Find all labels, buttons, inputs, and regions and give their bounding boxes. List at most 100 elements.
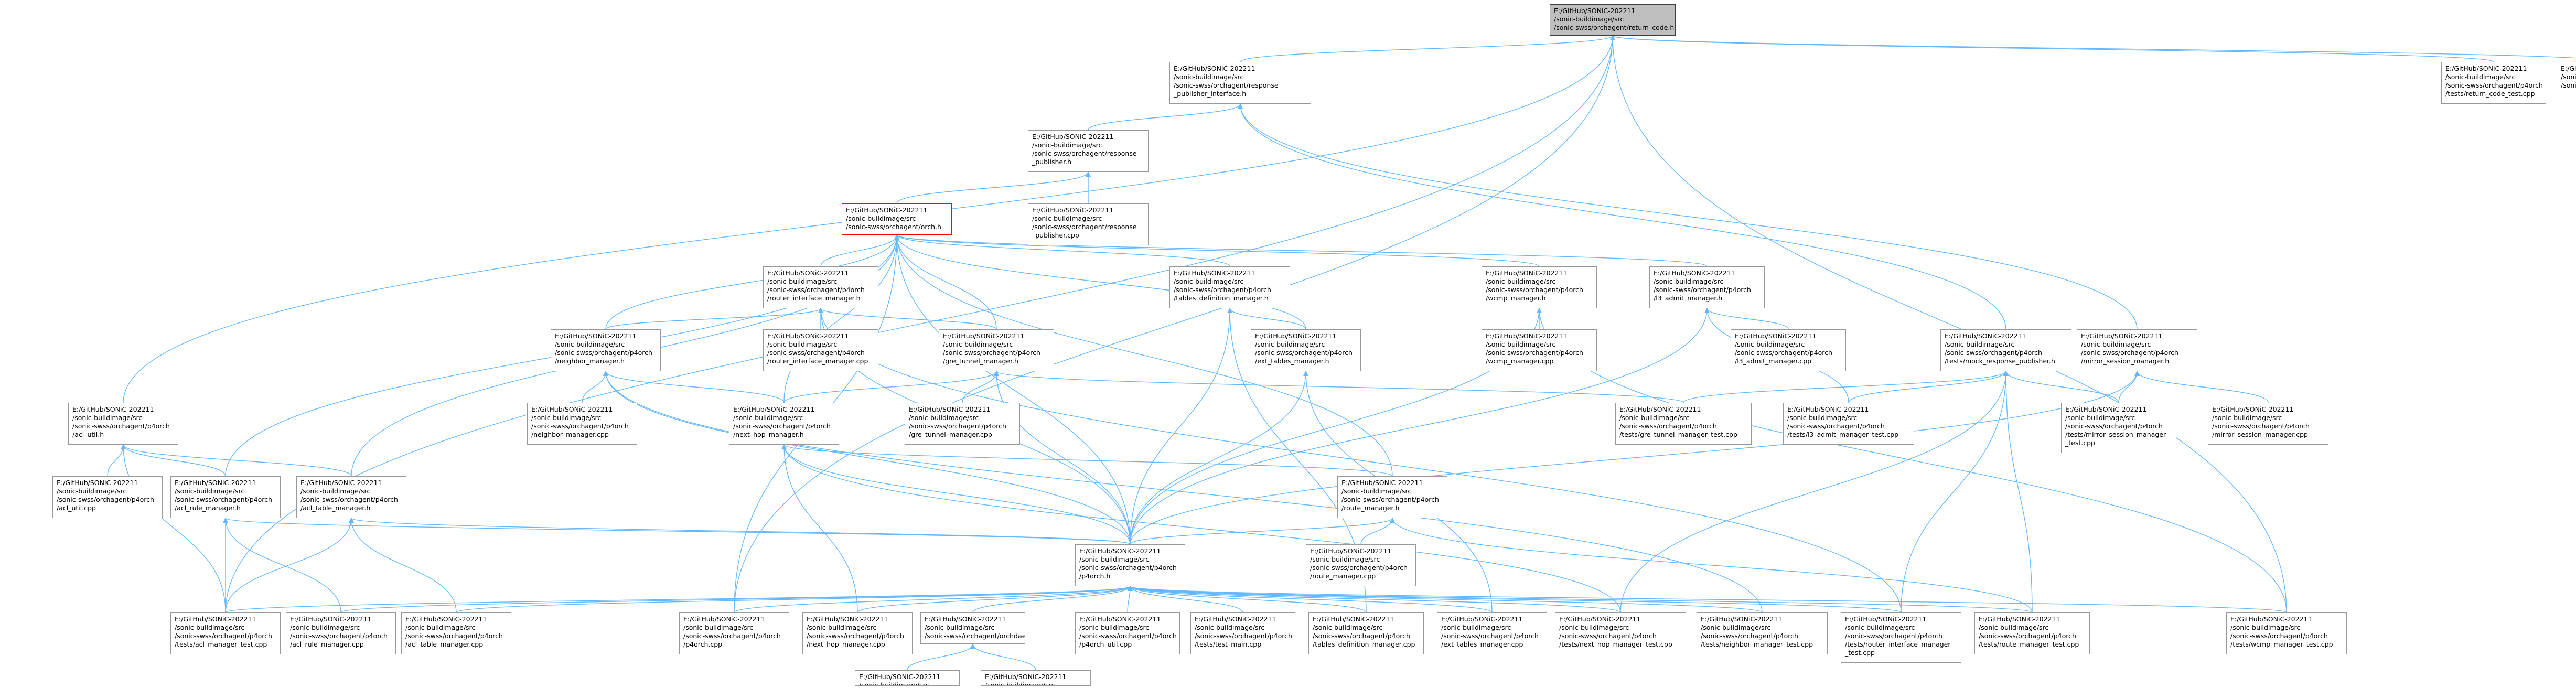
node-tables-definition-manager-h[interactable]: E:/GitHub/SONiC-202211/sonic-buildimage/… bbox=[1169, 266, 1290, 308]
node-acl-table-manager-h[interactable]: E:/GitHub/SONiC-202211/sonic-buildimage/… bbox=[296, 476, 406, 518]
node-label-line: /sonic-swss/orchagent/p4orch bbox=[555, 349, 652, 357]
node-label-line: /sonic-swss/orchagent/p4orch bbox=[1787, 422, 1885, 430]
node-p4orch-cpp[interactable]: E:/GitHub/SONiC-202211/sonic-buildimage/… bbox=[679, 612, 789, 654]
edge-neighbor_manager_h-to-router_interface_manager_h bbox=[605, 308, 823, 330]
node-next-hop-manager-cpp[interactable]: E:/GitHub/SONiC-202211/sonic-buildimage/… bbox=[802, 612, 913, 654]
node-route-manager-h[interactable]: E:/GitHub/SONiC-202211/sonic-buildimage/… bbox=[1337, 476, 1447, 518]
node-label-line: E:/GitHub/SONiC-202211 bbox=[1979, 615, 2060, 623]
node-label-line: /tests/l3_admit_manager_test.cpp bbox=[1787, 431, 1899, 438]
node-label-line: /sonic-buildimage/src bbox=[1032, 141, 1102, 149]
node-router-interface-manager-test-cpp[interactable]: E:/GitHub/SONiC-202211/sonic-buildimage/… bbox=[1841, 612, 1961, 663]
node-mirror-session-manager-test-cpp[interactable]: E:/GitHub/SONiC-202211/sonic-buildimage/… bbox=[2061, 403, 2176, 453]
node-acl-manager-test-cpp[interactable]: E:/GitHub/SONiC-202211/sonic-buildimage/… bbox=[170, 612, 281, 654]
node-label-line: E:/GitHub/SONiC-202211 bbox=[290, 615, 372, 623]
node-label-line: /sonic-buildimage/src bbox=[807, 624, 877, 631]
node-acl-rule-manager-h[interactable]: E:/GitHub/SONiC-202211/sonic-buildimage/… bbox=[170, 476, 281, 518]
edge-p4orch_h-to-ext_tables_manager_h bbox=[1130, 371, 1308, 545]
node-label-line: E:/GitHub/SONiC-202211 bbox=[1486, 269, 1568, 277]
node-ext-tables-manager-cpp[interactable]: E:/GitHub/SONiC-202211/sonic-buildimage/… bbox=[1437, 612, 1547, 654]
node-label-line: /acl_util.cpp bbox=[57, 504, 96, 512]
node-label-line: E:/GitHub/SONiC-202211 bbox=[1313, 615, 1394, 623]
node-label-line: E:/GitHub/SONiC-202211 bbox=[1341, 479, 1423, 487]
node-label-line: /sonic-buildimage/src bbox=[1554, 15, 1624, 23]
node-l3-admit-manager-h[interactable]: E:/GitHub/SONiC-202211/sonic-buildimage/… bbox=[1649, 266, 1765, 308]
node-label-line: /sonic-buildimage/src bbox=[175, 624, 245, 631]
node-label-line: /sonic-swss/orchagent/p4orch bbox=[2445, 81, 2543, 89]
node-label-line: E:/GitHub/SONiC-202211 bbox=[175, 615, 256, 623]
node-label-line: /sonic-buildimage/src bbox=[1654, 277, 1724, 285]
node-label-line: /mirror_session_manager.cpp bbox=[2212, 431, 2308, 438]
edge-acl_rule_manager_h-to-acl_util_h bbox=[121, 444, 226, 477]
node-orch-h[interactable]: E:/GitHub/SONiC-202211/sonic-buildimage/… bbox=[842, 203, 952, 235]
node-tables-definition-manager-cpp[interactable]: E:/GitHub/SONiC-202211/sonic-buildimage/… bbox=[1308, 612, 1424, 654]
node-label-line: E:/GitHub/SONiC-202211 bbox=[1032, 133, 1114, 141]
node-return-code-h[interactable]: E:/GitHub/SONiC-202211/sonic-buildimage/… bbox=[1550, 4, 1676, 36]
node-orchdaemon-h[interactable]: E:/GitHub/SONiC-202211/sonic-buildimage/… bbox=[920, 612, 1025, 644]
node-mock-response-publisher-h[interactable]: E:/GitHub/SONiC-202211/sonic-buildimage/… bbox=[1940, 329, 2071, 371]
node-next-hop-manager-h[interactable]: E:/GitHub/SONiC-202211/sonic-buildimage/… bbox=[729, 403, 839, 445]
edge-router_interface_manager_test_cpp-to-router_interface_manager_h bbox=[818, 308, 1902, 613]
node-response-publisher-h[interactable]: E:/GitHub/SONiC-202211/sonic-buildimage/… bbox=[1028, 130, 1149, 172]
node-label-line: /sonic-swss/orchagent/orch.h bbox=[846, 223, 941, 231]
node-ext-tables-manager-h[interactable]: E:/GitHub/SONiC-202211/sonic-buildimage/… bbox=[1251, 329, 1361, 371]
edge-acl_table_manager_cpp-to-p4orch_h bbox=[456, 586, 1133, 613]
node-acl-util-cpp[interactable]: E:/GitHub/SONiC-202211/sonic-buildimage/… bbox=[52, 476, 163, 518]
node-neighbor-manager-cpp[interactable]: E:/GitHub/SONiC-202211/sonic-buildimage/… bbox=[527, 403, 637, 445]
node-label-line: /sonic-buildimage/src bbox=[290, 624, 360, 631]
node-label-line: /sonic-buildimage/src bbox=[1559, 624, 1629, 631]
node-route-manager-cpp[interactable]: E:/GitHub/SONiC-202211/sonic-buildimage/… bbox=[1306, 544, 1416, 586]
edge-router_interface_manager_test_cpp-to-mock_response_publisher_h bbox=[1901, 371, 2009, 613]
node-label-line: E:/GitHub/SONiC-202211 bbox=[57, 479, 138, 487]
node-label-line: E:/GitHub/SONiC-202211 bbox=[943, 332, 1025, 340]
node-p4orch-util-cpp[interactable]: E:/GitHub/SONiC-202211/sonic-buildimage/… bbox=[1075, 612, 1180, 654]
node-label-line: E:/GitHub/SONiC-202211 bbox=[767, 332, 849, 340]
node-label-line: /sonic-swss/orchagent/p4orch bbox=[1486, 286, 1583, 294]
node-label-line: /sonic-swss/orchagent/p4orch bbox=[1735, 349, 1832, 357]
node-switchorch-cpp[interactable]: E:/GitHub/SONiC-202211/sonic-buildimage/… bbox=[2557, 62, 2576, 93]
node-mirror-session-manager-h[interactable]: E:/GitHub/SONiC-202211/sonic-buildimage/… bbox=[2077, 329, 2197, 371]
node-next-hop-manager-test-cpp[interactable]: E:/GitHub/SONiC-202211/sonic-buildimage/… bbox=[1555, 612, 1686, 654]
node-l3-admit-manager-test-cpp[interactable]: E:/GitHub/SONiC-202211/sonic-buildimage/… bbox=[1783, 403, 1914, 445]
node-neighbor-manager-test-cpp[interactable]: E:/GitHub/SONiC-202211/sonic-buildimage/… bbox=[1697, 612, 1828, 654]
node-label-line: /l3_admit_manager.cpp bbox=[1735, 357, 1812, 365]
edge-router_interface_manager_h-to-orch_h bbox=[820, 234, 899, 267]
node-return-code-test-cpp[interactable]: E:/GitHub/SONiC-202211/sonic-buildimage/… bbox=[2441, 62, 2546, 104]
edge-neighbor_manager_cpp-to-neighbor_manager_h bbox=[582, 371, 608, 403]
edge-wcmp_manager_h-to-orch_h bbox=[894, 234, 1540, 267]
node-label-line: E:/GitHub/SONiC-202211 bbox=[1079, 547, 1161, 555]
node-label-line: E:/GitHub/SONiC-202211 bbox=[1310, 547, 1392, 555]
node-gre-tunnel-manager-cpp[interactable]: E:/GitHub/SONiC-202211/sonic-buildimage/… bbox=[905, 403, 1020, 445]
node-p4orch-h[interactable]: E:/GitHub/SONiC-202211/sonic-buildimage/… bbox=[1075, 544, 1185, 586]
node-label-line: /sonic-buildimage/src bbox=[683, 624, 754, 631]
node-l3-admit-manager-cpp[interactable]: E:/GitHub/SONiC-202211/sonic-buildimage/… bbox=[1731, 329, 1846, 371]
node-acl-table-manager-cpp[interactable]: E:/GitHub/SONiC-202211/sonic-buildimage/… bbox=[401, 612, 511, 654]
node-orchdaemon-cpp[interactable]: E:/GitHub/SONiC-202211/sonic-buildimage/… bbox=[981, 670, 1091, 686]
node-response-publisher-cpp[interactable]: E:/GitHub/SONiC-202211/sonic-buildimage/… bbox=[1028, 203, 1149, 245]
node-gre-tunnel-manager-test-cpp[interactable]: E:/GitHub/SONiC-202211/sonic-buildimage/… bbox=[1615, 403, 1752, 445]
node-acl-rule-manager-cpp[interactable]: E:/GitHub/SONiC-202211/sonic-buildimage/… bbox=[286, 612, 396, 654]
node-label-line: E:/GitHub/SONiC-202211 bbox=[2561, 64, 2576, 72]
node-label-line: /sonic-buildimage/src bbox=[2065, 414, 2135, 422]
node-wcmp-manager-h[interactable]: E:/GitHub/SONiC-202211/sonic-buildimage/… bbox=[1482, 266, 1597, 308]
node-gre-tunnel-manager-h[interactable]: E:/GitHub/SONiC-202211/sonic-buildimage/… bbox=[939, 329, 1054, 371]
node-acl-util-h[interactable]: E:/GitHub/SONiC-202211/sonic-buildimage/… bbox=[68, 403, 178, 445]
node-label-line: E:/GitHub/SONiC-202211 bbox=[1255, 332, 1337, 340]
node-label-line: E:/GitHub/SONiC-202211 bbox=[925, 615, 1006, 623]
node-response-publisher-interface-h[interactable]: E:/GitHub/SONiC-202211/sonic-buildimage/… bbox=[1169, 62, 1311, 104]
node-router-interface-manager-h[interactable]: E:/GitHub/SONiC-202211/sonic-buildimage/… bbox=[763, 266, 878, 308]
node-route-manager-test-cpp[interactable]: E:/GitHub/SONiC-202211/sonic-buildimage/… bbox=[1974, 612, 2090, 654]
node-label-line: /sonic-swss/orchagent/p4orch bbox=[1701, 632, 1798, 640]
node-wcmp-manager-test-cpp[interactable]: E:/GitHub/SONiC-202211/sonic-buildimage/… bbox=[2226, 612, 2347, 654]
node-mirror-session-manager-cpp[interactable]: E:/GitHub/SONiC-202211/sonic-buildimage/… bbox=[2208, 403, 2328, 445]
node-label-line: /gre_tunnel_manager.cpp bbox=[909, 431, 992, 438]
node-main-cpp[interactable]: E:/GitHub/SONiC-202211/sonic-buildimage/… bbox=[855, 670, 960, 686]
node-wcmp-manager-cpp[interactable]: E:/GitHub/SONiC-202211/sonic-buildimage/… bbox=[1482, 329, 1597, 371]
node-label-line: /sonic-swss/orchagent/return_code.h bbox=[1554, 24, 1675, 31]
node-neighbor-manager-h[interactable]: E:/GitHub/SONiC-202211/sonic-buildimage/… bbox=[551, 329, 661, 371]
edge-ext_tables_manager_cpp-to-p4orch_h bbox=[1128, 586, 1493, 613]
edge-mirror_session_manager_test_cpp-to-mirror_session_manager_h bbox=[2118, 371, 2140, 403]
node-label-line: /wcmp_manager.cpp bbox=[1486, 357, 1554, 365]
node-test-main-cpp[interactable]: E:/GitHub/SONiC-202211/sonic-buildimage/… bbox=[1190, 612, 1295, 654]
edge-p4orch_h-to-mirror_session_manager_h bbox=[1130, 371, 2140, 545]
node-router-interface-manager-cpp[interactable]: E:/GitHub/SONiC-202211/sonic-buildimage/… bbox=[763, 329, 878, 371]
